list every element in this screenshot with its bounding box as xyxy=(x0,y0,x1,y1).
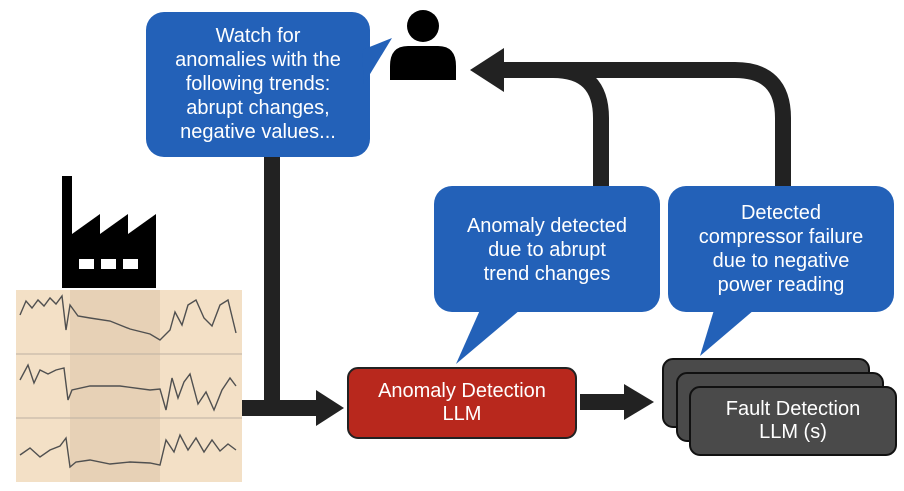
arrow-anomaly-to-user xyxy=(552,62,609,190)
flow-arrows xyxy=(242,62,791,416)
arrowhead-user xyxy=(470,48,504,92)
user-icon xyxy=(390,10,456,80)
anomaly-bubble-text: Anomaly detected due to abrupt trend cha… xyxy=(466,215,628,285)
fault-detection-llm-stack xyxy=(662,358,897,456)
instruction-bubble-text: Watch for anomalies with the following t… xyxy=(175,25,341,143)
anomaly-bubble xyxy=(434,186,660,364)
anomaly-detection-llm-box xyxy=(347,367,577,439)
arrow-fault-to-user xyxy=(500,62,791,190)
arrow-instruction-to-llm xyxy=(264,150,320,416)
factory-icon xyxy=(62,176,156,288)
sensor-signal-1 xyxy=(19,294,237,341)
arrowhead-fault-input xyxy=(624,384,654,420)
fault-detection-llm-label: Fault Detection LLM (s) xyxy=(725,398,861,443)
fault-bubble-text: Detected compressor failure due to negat… xyxy=(698,202,864,296)
arrow-heads xyxy=(316,48,654,426)
instruction-bubble xyxy=(146,12,392,157)
arrowhead-llm-input xyxy=(316,390,344,426)
sensor-signal-2 xyxy=(19,363,237,412)
sensor-signal-3 xyxy=(19,433,237,469)
anomaly-detection-llm-label: Anomaly Detection LLM xyxy=(378,380,546,425)
sensor-panel xyxy=(16,290,242,482)
fault-bubble xyxy=(668,186,894,356)
